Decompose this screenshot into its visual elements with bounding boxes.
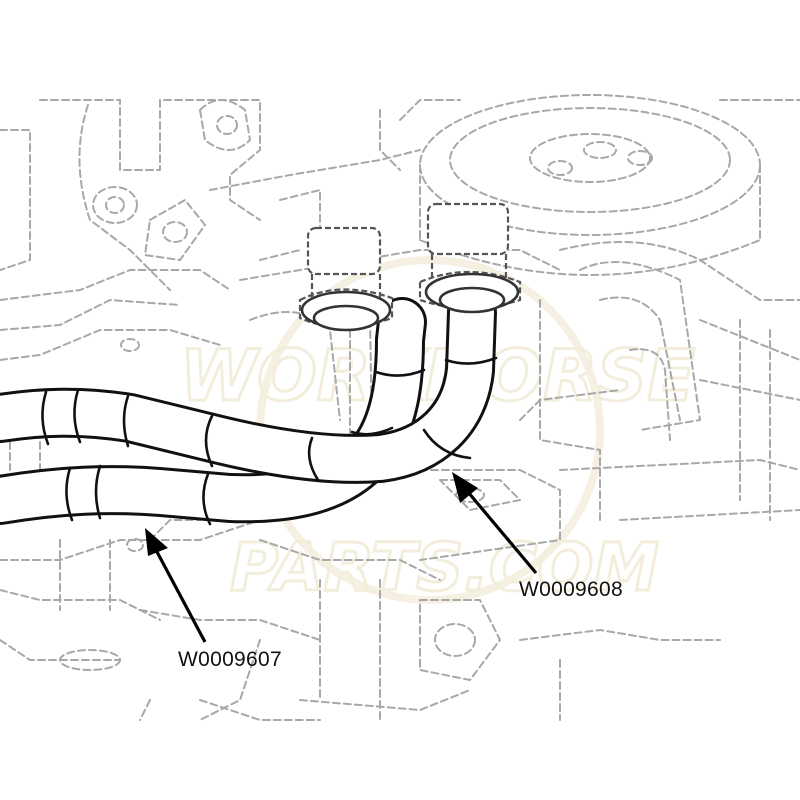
upper-hose bbox=[0, 287, 497, 484]
fitting-left bbox=[298, 226, 394, 332]
callout-label-w0009608: W0009608 bbox=[519, 578, 623, 601]
watermark-text-bottom: PARTS.COM bbox=[230, 529, 659, 606]
callout-label-w0009607: W0009607 bbox=[178, 648, 282, 671]
callout-arrow-1 bbox=[145, 528, 207, 643]
hose-assembly bbox=[0, 202, 522, 526]
hose-segment-marks bbox=[41, 356, 498, 526]
lower-hose bbox=[0, 297, 427, 525]
callout-arrow-2 bbox=[452, 472, 538, 575]
fitting-right bbox=[418, 202, 522, 314]
